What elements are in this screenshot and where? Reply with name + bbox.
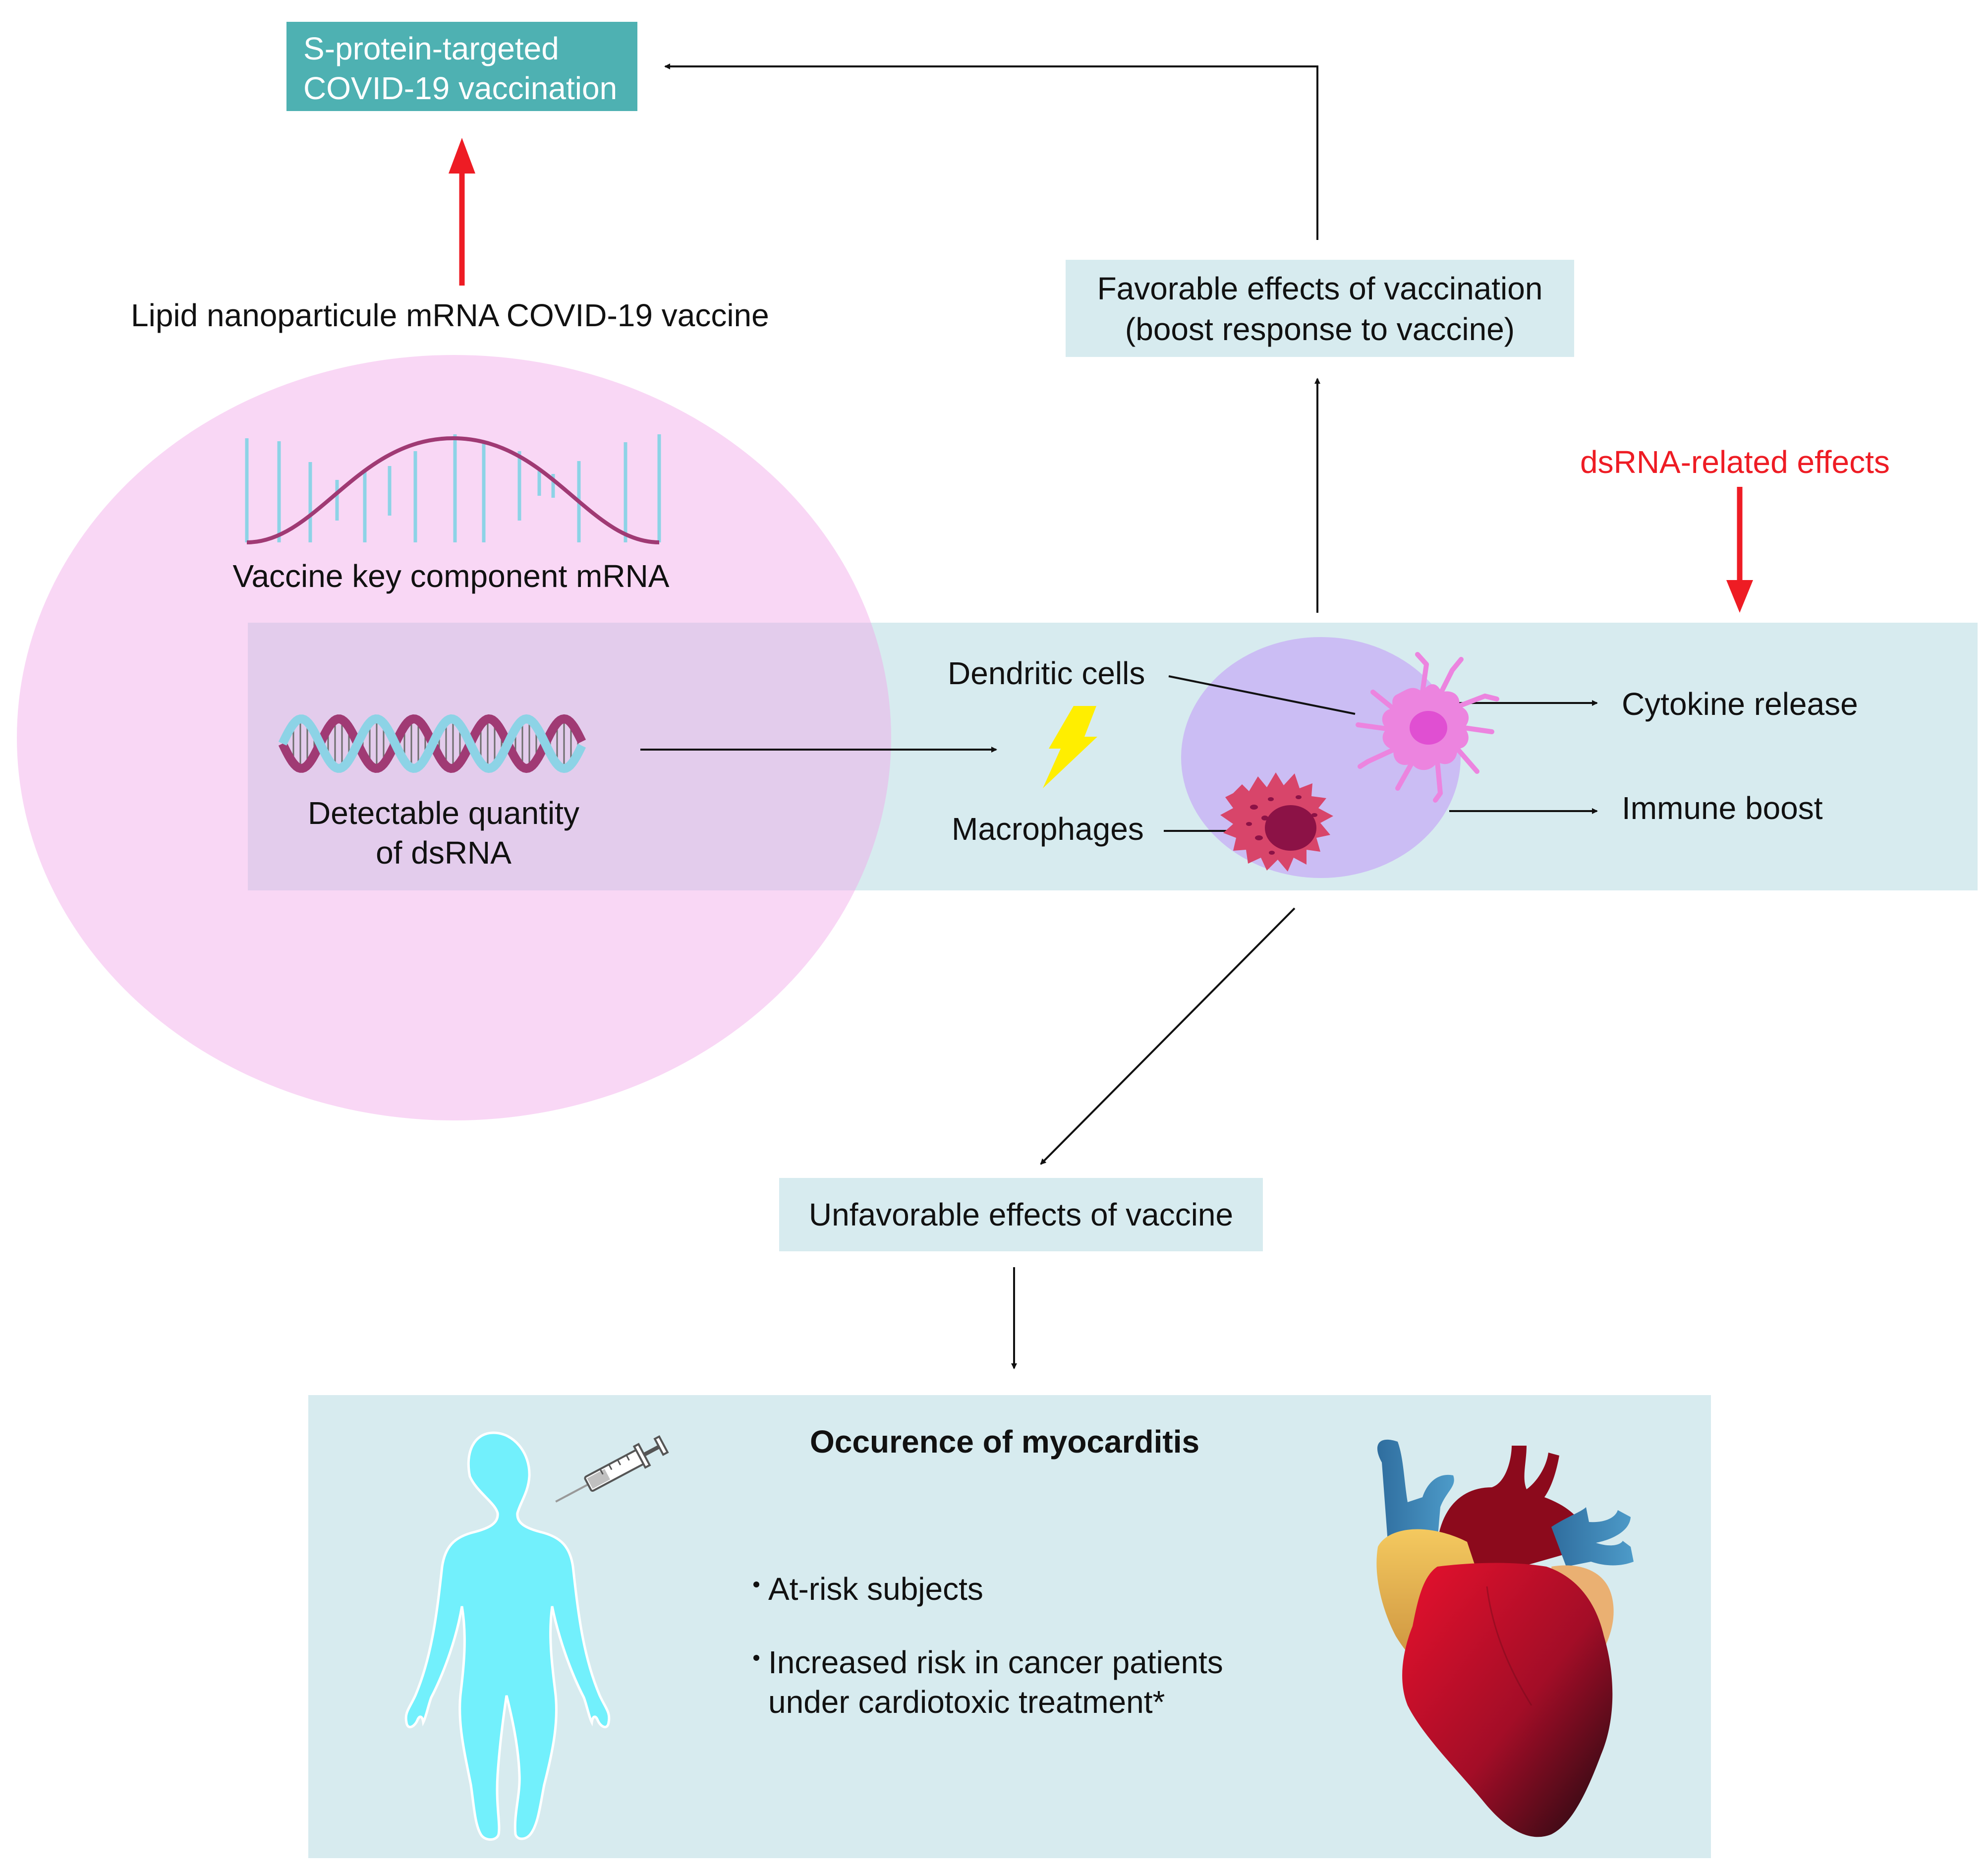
bullet-text: At-risk subjects [768, 1571, 983, 1607]
dendritic-cells-label: Dendritic cells [948, 655, 1145, 691]
vaccination-box-line2: COVID-19 vaccination [303, 70, 618, 106]
bullet-dot [753, 1655, 759, 1661]
favorable-line2: (boost response to vaccine) [1125, 311, 1515, 347]
lightning-bolt-icon [1043, 706, 1097, 788]
syringe-icon [555, 1435, 669, 1503]
bullet-item: Increased risk in cancer patients [753, 1642, 1223, 1683]
dsrna-effects-arrowhead [1726, 580, 1753, 613]
myocarditis-title: Occurence of myocarditis [810, 1424, 1200, 1460]
macrophages-label: Macrophages [952, 811, 1144, 847]
mrna-curve [246, 436, 660, 544]
unfavorable-box [779, 1178, 1263, 1251]
dsrna-effects-label: dsRNA-related effects [1580, 444, 1890, 480]
dendritic-cell-icon [1356, 652, 1499, 803]
dsrna-label-line1: Detectable quantity [308, 795, 579, 831]
bullet-text: under cardiotoxic treatment* [768, 1684, 1165, 1720]
band-to-unfavorable-arrow [1040, 907, 1296, 1165]
bullet-text: Increased risk in cancer patients [768, 1644, 1223, 1680]
immune-boost-label: Immune boost [1622, 790, 1823, 826]
bullet-dot [753, 1581, 759, 1588]
vaccine-label: Lipid nanoparticule mRNA COVID-19 vaccin… [131, 297, 769, 333]
mrna-strand-icon [245, 434, 661, 544]
bullet-item: At-risk subjects [753, 1569, 983, 1609]
favorable-to-vaccination-arrow [664, 63, 1318, 240]
bullet-item-continuation: under cardiotoxic treatment* [768, 1682, 1165, 1722]
double-helix-icon [278, 714, 586, 773]
person-silhouette-icon [404, 1431, 611, 1841]
favorable-box [1066, 260, 1574, 357]
helix-strand-b [278, 714, 586, 773]
vaccination-box [286, 22, 637, 111]
cytokine-release-label: Cytokine release [1622, 686, 1858, 722]
heart-icon [1376, 1439, 1634, 1837]
unfavorable-label: Unfavorable effects of vaccine [808, 1197, 1234, 1232]
dendritic-leader-line [1168, 675, 1356, 715]
dsrna-label-line2: of dsRNA [376, 835, 511, 871]
vaccine-to-vaccination-arrowhead [449, 138, 475, 174]
mrna-label: Vaccine key component mRNA [232, 558, 670, 594]
macrophage-icon [1220, 772, 1333, 872]
vaccine-ellipse [17, 355, 891, 1120]
vaccination-box-line1: S-protein-targeted [303, 31, 559, 66]
favorable-line1: Favorable effects of vaccination [1097, 271, 1543, 306]
